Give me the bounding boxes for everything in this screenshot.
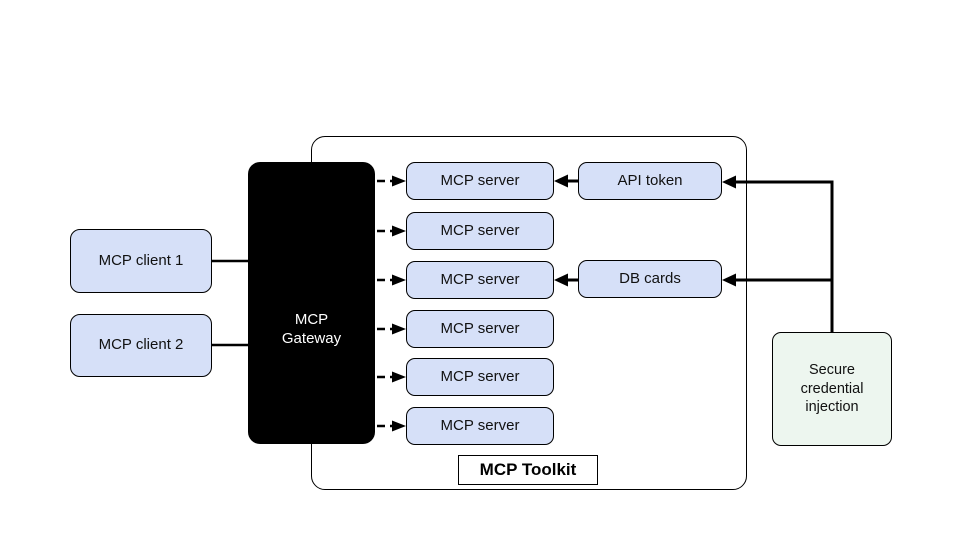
mcp-gateway-node: MCP Gateway: [248, 162, 375, 444]
mcp-client-2-node: MCP client 2: [70, 314, 212, 377]
mcp-client-1-label: MCP client 1: [98, 251, 184, 269]
api-token-label: API token: [617, 171, 683, 189]
mcp-server-6-label: MCP server: [440, 416, 520, 434]
secure-credential-injection-label: Secure credential injection: [800, 361, 864, 416]
mcp-client-1-node: MCP client 1: [70, 229, 212, 293]
mcp-server-node-2: MCP server: [406, 212, 554, 250]
mcp-server-node-6: MCP server: [406, 407, 554, 445]
mcp-server-5-label: MCP server: [440, 367, 520, 385]
mcp-toolkit-title: MCP Toolkit: [458, 455, 598, 485]
db-cards-node: DB cards: [578, 260, 722, 298]
db-cards-label: DB cards: [619, 269, 681, 287]
mcp-server-node-1: MCP server: [406, 162, 554, 200]
mcp-server-node-4: MCP server: [406, 310, 554, 348]
mcp-toolkit-title-text: MCP Toolkit: [479, 460, 577, 479]
mcp-server-2-label: MCP server: [440, 221, 520, 239]
mcp-client-2-label: MCP client 2: [98, 336, 184, 354]
api-token-node: API token: [578, 162, 722, 200]
mcp-gateway-label: MCP Gateway: [281, 311, 342, 347]
secure-credential-injection-node: Secure credential injection: [772, 332, 892, 446]
mcp-server-node-3: MCP server: [406, 261, 554, 299]
mcp-server-node-5: MCP server: [406, 358, 554, 396]
mcp-server-4-label: MCP server: [440, 319, 520, 337]
mcp-server-1-label: MCP server: [440, 171, 520, 189]
mcp-server-3-label: MCP server: [440, 270, 520, 288]
